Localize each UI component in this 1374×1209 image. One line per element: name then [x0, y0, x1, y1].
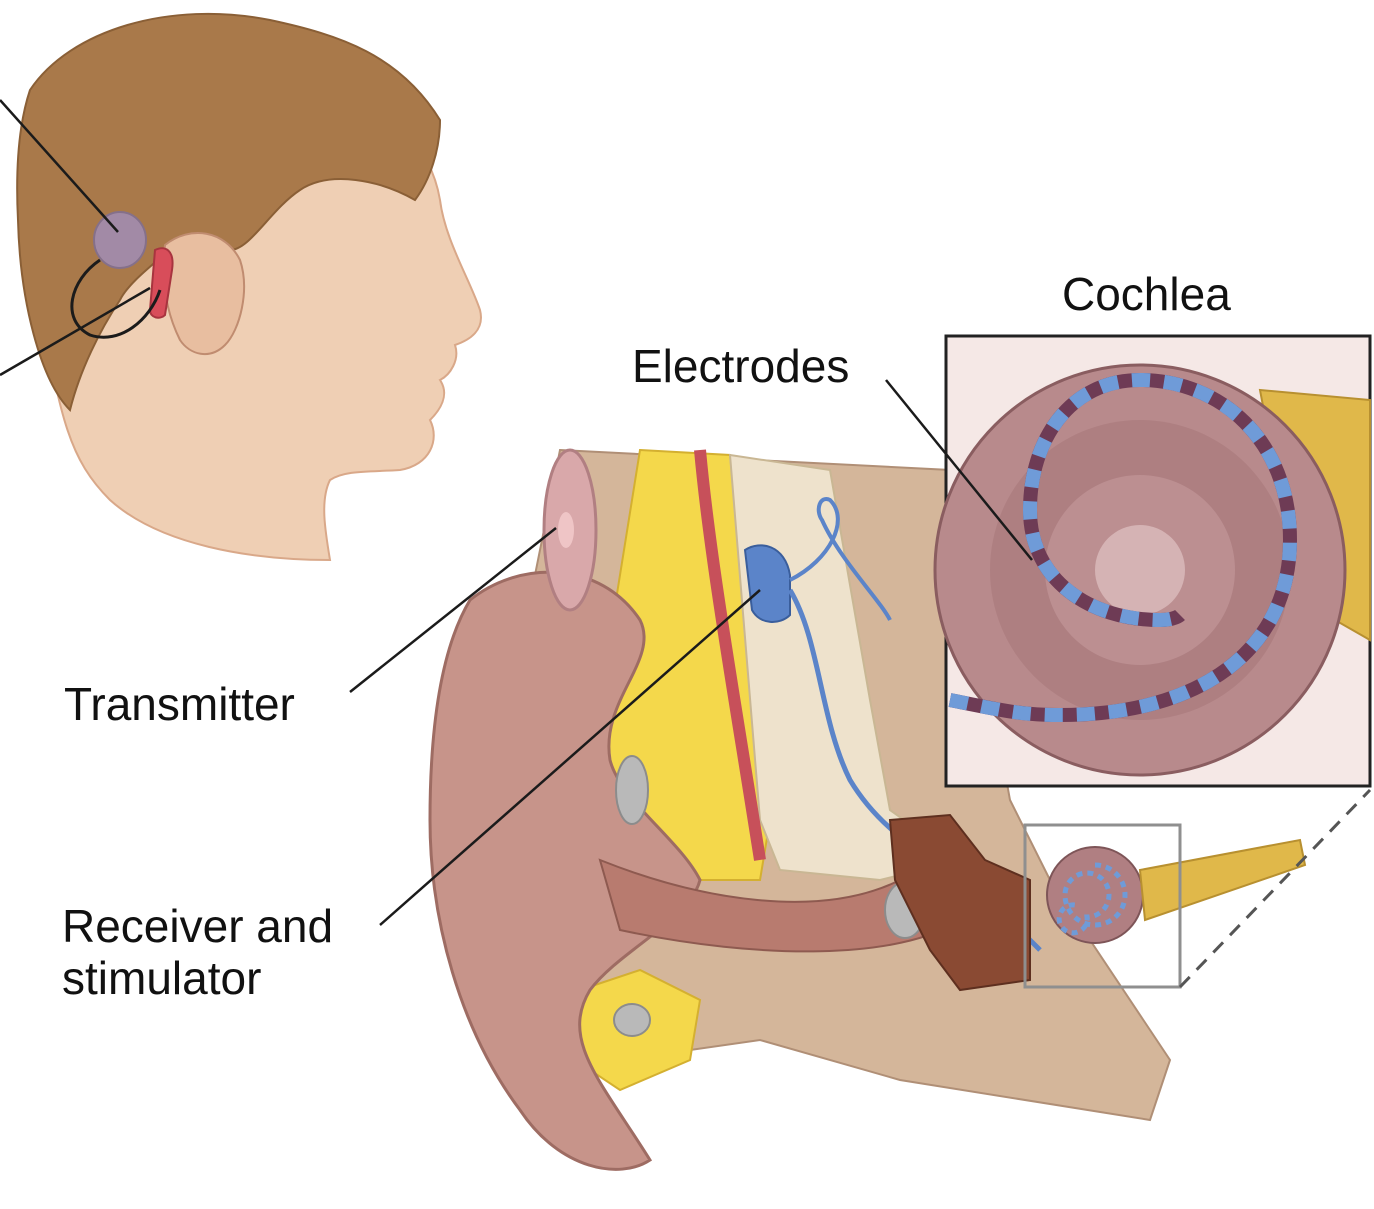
- auditory-nerve: [1140, 840, 1305, 920]
- receiver-label-line1: Receiver and: [62, 900, 333, 952]
- head-illustration: [0, 14, 481, 560]
- electrodes-label: Electrodes: [632, 340, 849, 392]
- cartilage-1: [616, 756, 648, 824]
- receiver-label-line2: stimulator: [62, 952, 333, 1004]
- receiver-stimulator: [745, 545, 790, 622]
- receiver-stimulator-label: Receiver and stimulator: [62, 900, 333, 1004]
- transmitter-label: Transmitter: [64, 678, 295, 730]
- cochlea-label: Cochlea: [1062, 268, 1231, 320]
- cartilage-2: [614, 1004, 650, 1036]
- small-cochlea: [1047, 847, 1143, 943]
- cochlea-inset: [886, 336, 1370, 786]
- transmitter-center: [558, 512, 574, 548]
- implant-magnet: [94, 212, 146, 268]
